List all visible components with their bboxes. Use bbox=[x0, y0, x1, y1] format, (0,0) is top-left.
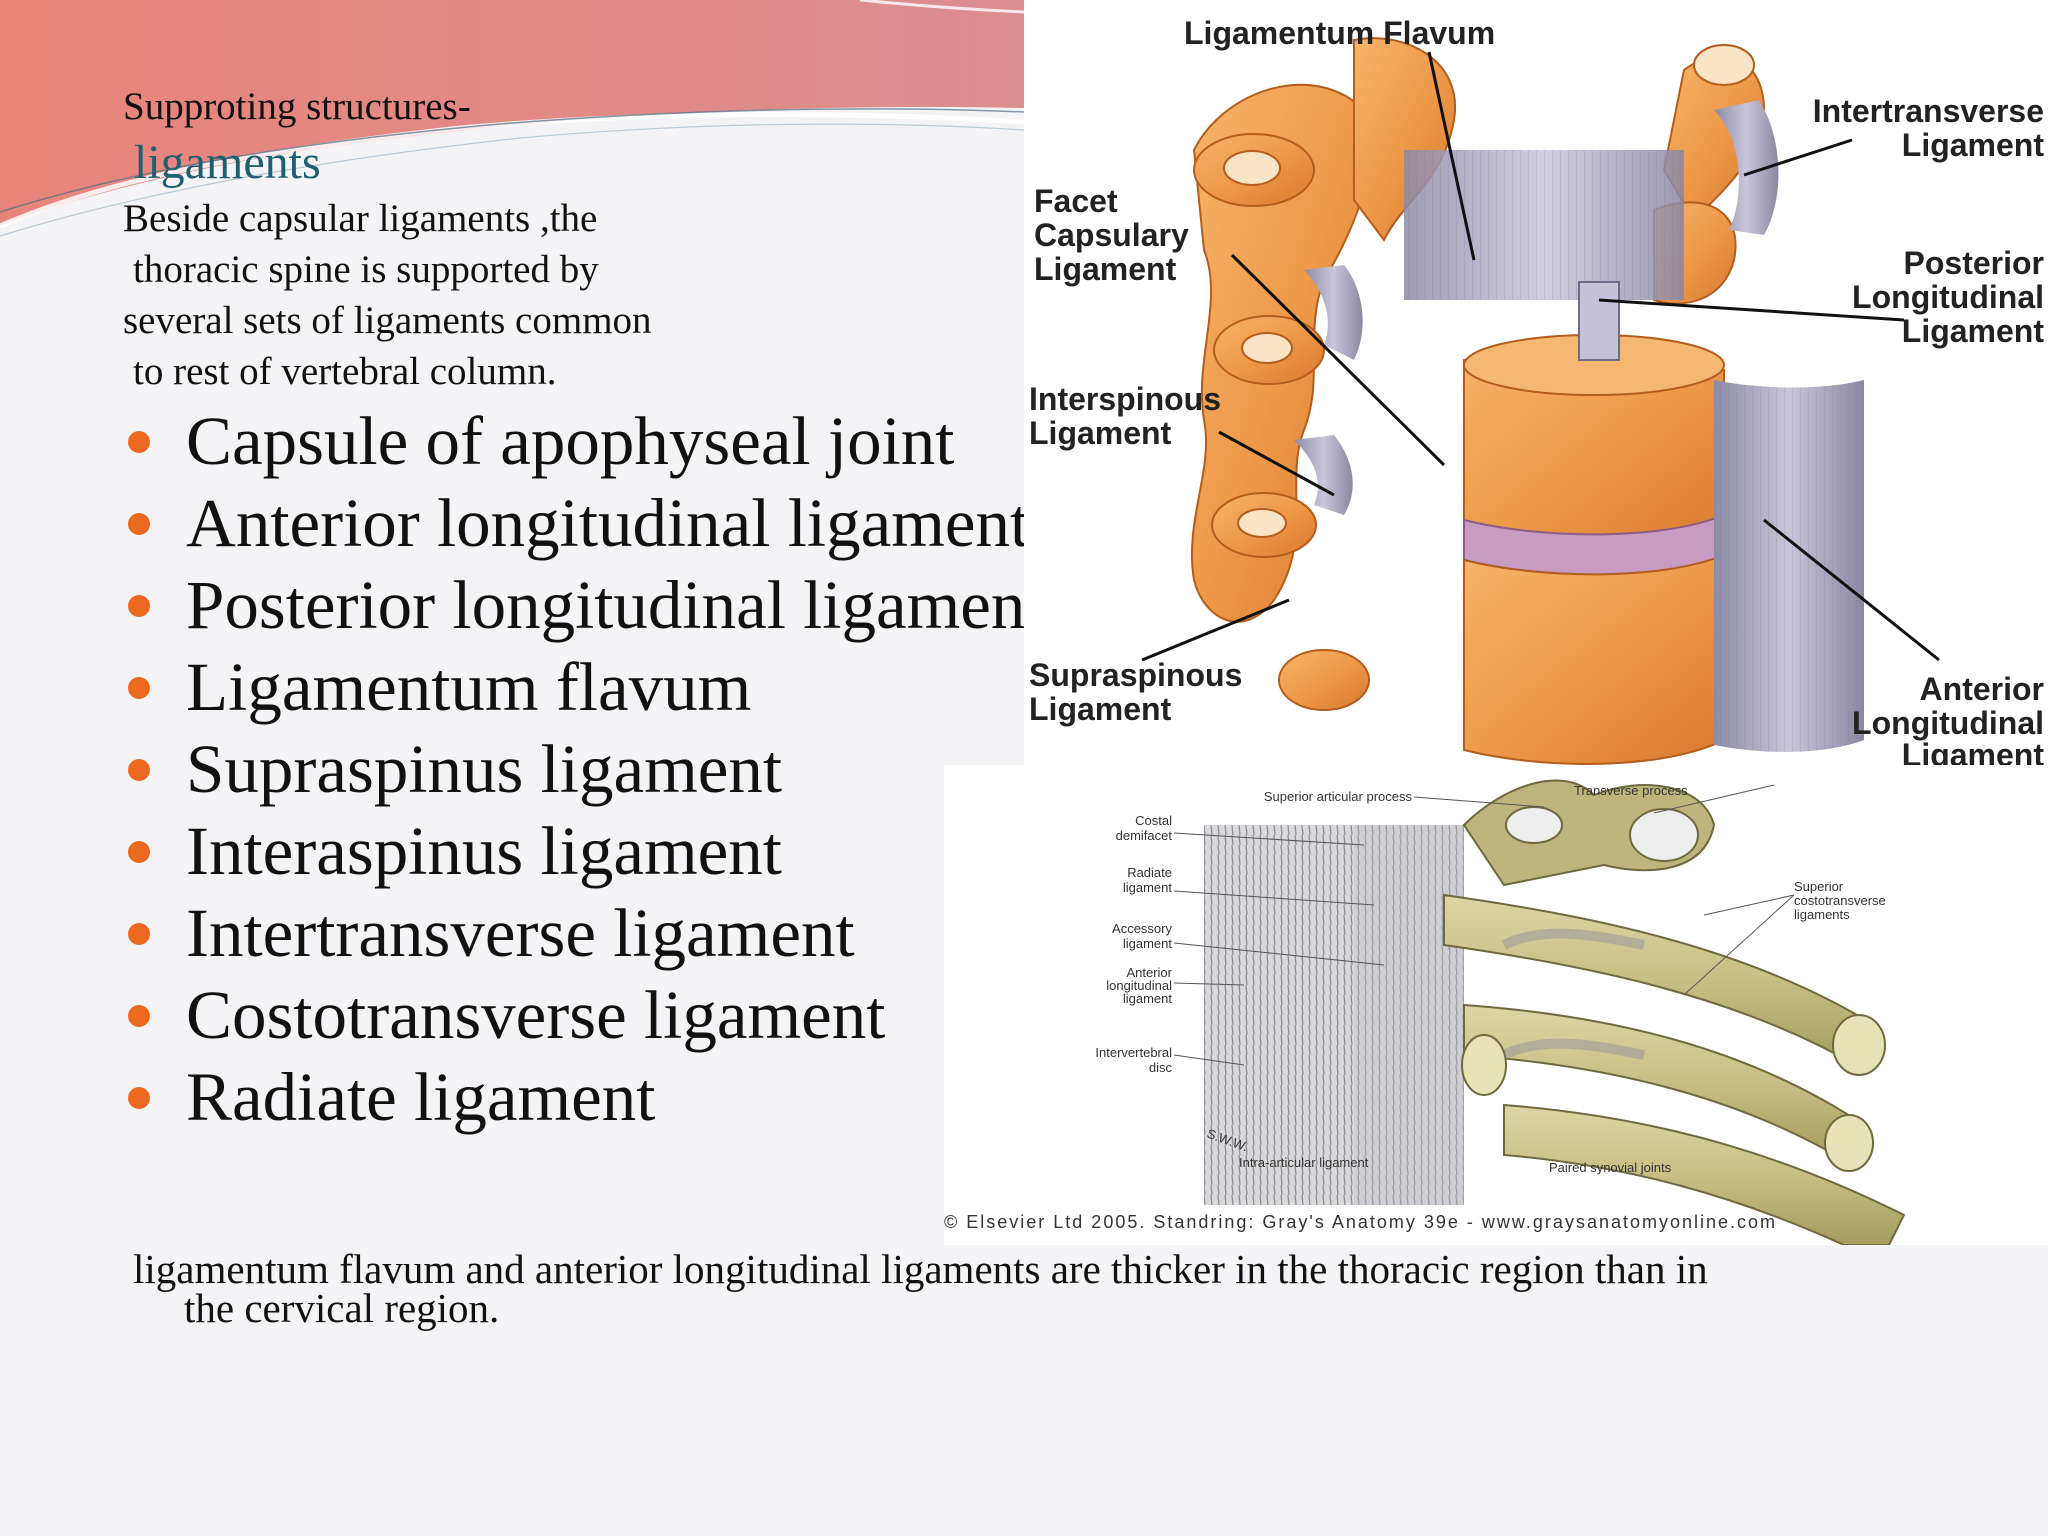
label-supraspinous: Supraspinous bbox=[1029, 657, 1242, 693]
intro-line: Beside capsular ligaments ,the bbox=[123, 197, 598, 240]
vertebral-column-body bbox=[1204, 825, 1464, 1205]
bullet-text: Costotransverse ligament bbox=[186, 977, 886, 1053]
bullet-item: Radiate ligament bbox=[0, 1056, 1024, 1138]
transverse-processes bbox=[1462, 779, 1716, 887]
bullet-text: Radiate ligament bbox=[186, 1059, 656, 1135]
label-anterior-longitudinal: Longitudinal bbox=[1852, 705, 2044, 741]
label-paired-synovial-joints: Paired synovial joints bbox=[1549, 1160, 1672, 1175]
label-anterior-longitudinal: Ligament bbox=[1902, 737, 2045, 770]
label-facet-capsulary: Ligament bbox=[1034, 251, 1177, 287]
label-costal-demifacet: demifacet bbox=[1116, 828, 1173, 843]
label-supraspinous: Ligament bbox=[1029, 691, 1172, 727]
bullet-dot-icon bbox=[128, 1087, 150, 1109]
intro-line: thoracic spine is supported by bbox=[133, 248, 599, 291]
intro-line: several sets of ligaments common bbox=[123, 299, 652, 342]
label-costal-demifacet: Costal bbox=[1135, 813, 1172, 828]
label-superior-costotransverse: ligaments bbox=[1794, 907, 1850, 922]
bullet-item: Costotransverse ligament bbox=[0, 974, 1024, 1056]
label-intertransverse: Ligament bbox=[1902, 127, 2045, 163]
bullet-dot-icon bbox=[128, 1005, 150, 1027]
label-accessory-ligament: Accessory bbox=[1112, 921, 1172, 936]
bullet-text: Posterior longitudinal ligament bbox=[186, 567, 1024, 643]
bullet-dot-icon bbox=[128, 841, 150, 863]
label-intervertebral-disc: disc bbox=[1149, 1060, 1173, 1075]
label-posterior-longitudinal: Posterior bbox=[1904, 245, 2044, 281]
label-posterior-longitudinal: Longitudinal bbox=[1852, 279, 2044, 315]
figure-copyright: © Elsevier Ltd 2005. Standring: Gray's A… bbox=[944, 1212, 1778, 1232]
footnote-line: the cervical region. bbox=[184, 1285, 500, 1331]
label-intra-articular-ligament: Intra-articular ligament bbox=[1239, 1155, 1369, 1170]
bullet-text: Anterior longitudinal ligament bbox=[186, 485, 1024, 561]
label-intertransverse: Intertransverse bbox=[1813, 93, 2044, 129]
bullet-item: Capsule of apophyseal joint bbox=[0, 400, 1024, 482]
bullet-item: Intertransverse ligament bbox=[0, 892, 1024, 974]
bullet-dot-icon bbox=[128, 759, 150, 781]
label-anterior-longitudinal-ligament: Anterior bbox=[1126, 965, 1172, 980]
bullet-item: Anterior longitudinal ligament bbox=[0, 482, 1024, 564]
label-posterior-longitudinal: Ligament bbox=[1902, 313, 2045, 349]
bullet-text: Supraspinus ligament bbox=[186, 731, 783, 807]
bullet-text: Ligamentum flavum bbox=[186, 649, 752, 725]
bullet-text: Intertransverse ligament bbox=[186, 895, 855, 971]
label-superior-costotransverse: costotransverse bbox=[1794, 893, 1886, 908]
bullet-item: Interaspinus ligament bbox=[0, 810, 1024, 892]
ribs bbox=[1443, 893, 1906, 1245]
label-facet-capsulary: Facet bbox=[1034, 183, 1118, 219]
bottom-leader-lines bbox=[1173, 784, 1795, 1066]
bullet-item: Ligamentum flavum bbox=[0, 646, 1024, 728]
costovertebral-joint-figure: Superior articular process Transverse pr… bbox=[944, 765, 2048, 1245]
bullet-dot-icon bbox=[128, 595, 150, 617]
posterior-vertebral-arches bbox=[1190, 37, 1766, 711]
bullet-text: Interaspinus ligament bbox=[186, 813, 782, 889]
slide-heading-line1: Supproting structures- bbox=[123, 85, 471, 128]
label-leader-lines bbox=[1141, 51, 1940, 662]
left-text-column: Supproting structures- ligaments Beside … bbox=[0, 85, 1024, 1138]
intro-line: to rest of vertebral column. bbox=[133, 350, 557, 393]
footnote-line: ligamentum flavum and anterior longitudi… bbox=[133, 1246, 1708, 1292]
bullet-dot-icon bbox=[128, 923, 150, 945]
label-intervertebral-disc: Intervertebral bbox=[1095, 1045, 1172, 1060]
label-ligamentum-flavum: Ligamentum Flavum bbox=[1184, 15, 1495, 51]
label-radiate-ligament: Radiate bbox=[1127, 865, 1172, 880]
arch-ligaments bbox=[1294, 100, 1779, 515]
label-superior-costotransverse: Superior bbox=[1794, 879, 1844, 894]
bullet-text: Capsule of apophyseal joint bbox=[186, 403, 955, 479]
label-transverse-process: Transverse process bbox=[1574, 783, 1688, 798]
bullet-item: Supraspinus ligament bbox=[0, 728, 1024, 810]
label-facet-capsulary: Capsulary bbox=[1034, 217, 1189, 253]
vertebral-ligaments-figure: Ligamentum Flavum Intertransverse Ligame… bbox=[1024, 0, 2048, 770]
label-interspinous: Interspinous bbox=[1029, 381, 1221, 417]
slide-heading-line2: ligaments bbox=[134, 136, 321, 189]
bullet-dot-icon bbox=[128, 431, 150, 453]
bullet-dot-icon bbox=[128, 513, 150, 535]
bullet-dot-icon bbox=[128, 677, 150, 699]
label-accessory-ligament: ligament bbox=[1123, 936, 1173, 951]
label-anterior-longitudinal: Anterior bbox=[1920, 671, 2044, 707]
label-radiate-ligament: ligament bbox=[1123, 880, 1173, 895]
label-anterior-longitudinal-ligament: longitudinal bbox=[1106, 978, 1172, 993]
label-interspinous: Ligament bbox=[1029, 415, 1172, 451]
bullet-item: Posterior longitudinal ligament bbox=[0, 564, 1024, 646]
header-wave-decoration bbox=[0, 0, 1024, 237]
label-superior-articular-process: Superior articular process bbox=[1264, 789, 1413, 804]
vertebral-bodies bbox=[1463, 281, 1864, 765]
figure-top-labels: Ligamentum Flavum Intertransverse Ligame… bbox=[1029, 15, 2044, 770]
label-anterior-longitudinal-ligament: ligament bbox=[1123, 991, 1173, 1006]
